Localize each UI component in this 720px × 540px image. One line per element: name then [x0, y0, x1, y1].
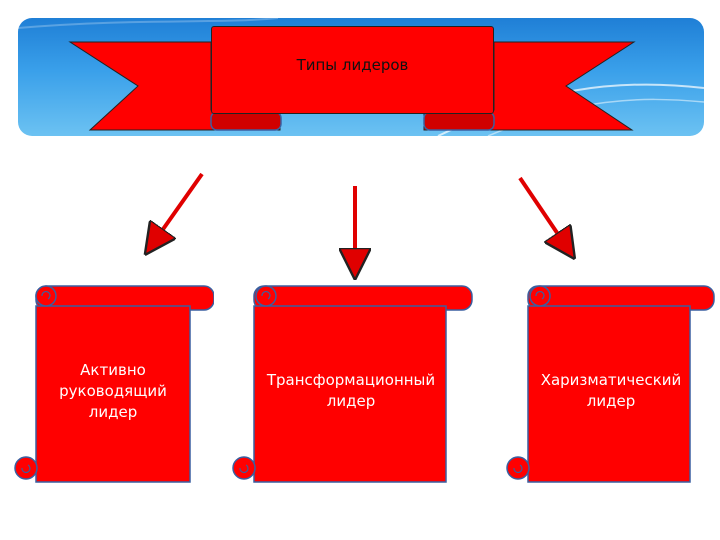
diagram-title: Типы лидеров — [296, 56, 409, 74]
scroll-shape — [506, 285, 715, 483]
leader-type-scroll-2: Трансформационный лидер — [232, 282, 477, 487]
leader-type-label: Трансформационный лидер — [266, 371, 436, 410]
scroll-shape — [232, 285, 473, 483]
arrow-left — [154, 172, 204, 242]
leader-type-scroll-1: Активно руководящий лидер — [14, 282, 214, 487]
leader-type-scroll-3: Харизматический лидер — [506, 282, 716, 487]
scroll-shape — [14, 285, 214, 483]
leader-type-label: Активно руководящий лидер — [59, 361, 167, 421]
arrow-right — [518, 176, 566, 246]
leader-type-label: Харизматический лидер — [540, 371, 682, 410]
title-box — [211, 26, 494, 114]
